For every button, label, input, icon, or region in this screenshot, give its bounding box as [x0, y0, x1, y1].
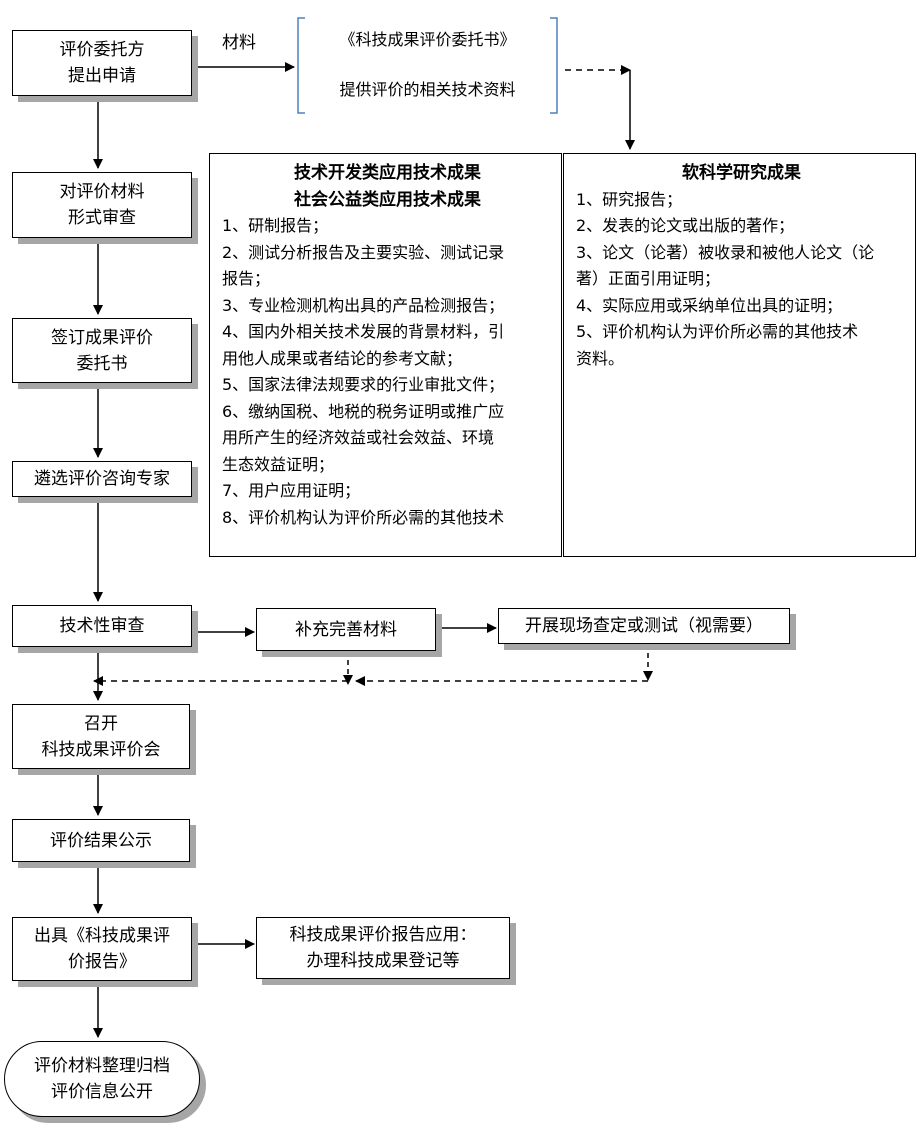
materials-bracket — [297, 17, 558, 114]
step-publicize-results: 评价结果公示 — [12, 819, 190, 862]
step-select-experts: 遴选评价咨询专家 — [12, 461, 192, 497]
panel-line: 资料。 — [576, 348, 625, 368]
panel-line: 1、研制报告； — [222, 216, 329, 235]
panel-line: 报告； — [222, 269, 271, 288]
panel-line: 用所产生的经济效益或社会效益、环境 — [222, 428, 495, 447]
step-form-review: 对评价材料形式审查 — [12, 172, 192, 238]
panel-line: 4、国内外相关技术发展的背景材料，引 — [222, 322, 505, 341]
panel-line: 用他人成果或者结论的参考文献； — [222, 348, 463, 368]
step-archive-disclose: 评价材料整理归档评价信息公开 — [4, 1041, 200, 1117]
step-issue-report: 出具《科技成果评价报告》 — [12, 917, 192, 981]
step-evaluation-meeting: 召开科技成果评价会 — [12, 704, 190, 769]
panel-line: 著）正面引用证明； — [576, 269, 721, 288]
onsite-inspection-box: 开展现场查定或测试（视需要） — [498, 608, 790, 644]
step-submit-application: 评价委托方提出申请 — [12, 30, 192, 96]
supplement-materials-box: 补充完善材料 — [256, 608, 436, 651]
panel-line: 1、研究报告； — [576, 189, 683, 209]
panel-line: 3、论文（论著）被收录和被他人论文（论 — [576, 242, 875, 262]
panel-soft-science-results: 软科学研究成果 1、研究报告；2、发表的论文或出版的著作；3、论文（论著）被收录… — [563, 153, 916, 557]
step-sign-entrustment: 签订成果评价委托书 — [12, 318, 192, 383]
panel-line: 2、发表的论文或出版的著作； — [576, 216, 795, 235]
panel-line: 5、国家法律法规要求的行业审批文件； — [222, 375, 505, 394]
panel-line: 2、测试分析报告及主要实验、测试记录 — [222, 242, 505, 262]
material-label: 材料 — [222, 33, 256, 53]
panel-line: 3、专业检测机构出具的产品检测报告； — [222, 295, 505, 315]
panel-applied-tech-results: 技术开发类应用技术成果 社会公益类应用技术成果 1、研制报告；2、测试分析报告及… — [209, 153, 562, 557]
materials-list: 《科技成果评价委托书》 提供评价的相关技术资料 — [339, 30, 516, 99]
report-application-box: 科技成果评价报告应用：办理科技成果登记等 — [256, 917, 510, 979]
panel-line: 8、评价机构认为评价所必需的其他技术 — [222, 507, 505, 527]
panel-line: 6、缴纳国税、地税的税务证明或推广应 — [222, 401, 505, 421]
panel-line: 7、用户应用证明； — [222, 481, 361, 500]
panel-line: 生态效益证明； — [222, 454, 335, 474]
panel-line: 4、实际应用或采纳单位出具的证明； — [576, 295, 843, 315]
panel-line: 5、评价机构认为评价所必需的其他技术 — [576, 322, 859, 341]
step-technical-review: 技术性审查 — [12, 605, 192, 647]
